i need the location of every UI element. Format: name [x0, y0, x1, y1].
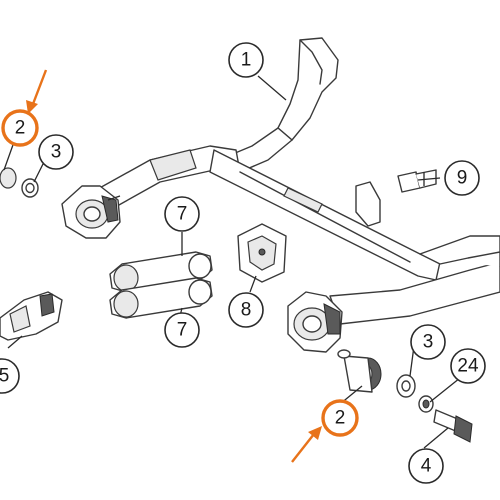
callout-4-label: 4	[421, 456, 432, 477]
callout-7-top: 7	[164, 196, 200, 232]
callout-2-bottom: 2	[321, 399, 359, 437]
callout-5: 5	[0, 358, 20, 394]
callout-9: 9	[444, 160, 480, 196]
arrow-to-callout-2-top	[31, 69, 48, 105]
bracket-8	[237, 223, 287, 283]
callout-9-label: 9	[457, 168, 468, 189]
callout-3-left: 3	[38, 134, 74, 170]
callout-1: 1	[228, 42, 264, 78]
callout-8: 8	[228, 292, 264, 328]
arrowhead-top	[26, 100, 38, 114]
callout-5-label: 5	[0, 366, 9, 387]
stand-frame	[61, 37, 500, 353]
callout-3-right-label: 3	[423, 332, 434, 353]
highlight-arrows	[26, 69, 322, 463]
callout-24: 24	[450, 348, 486, 384]
nut-24	[418, 395, 434, 413]
washer-left	[0, 167, 39, 198]
callout-4: 4	[408, 448, 444, 484]
callout-1-label: 1	[241, 50, 252, 71]
bracket-5	[0, 291, 63, 341]
callout-2-top-label: 2	[15, 118, 26, 139]
callout-3-right: 3	[410, 324, 446, 360]
callout-2-top: 2	[1, 109, 39, 147]
callout-3-left-label: 3	[51, 142, 62, 163]
bushing-2	[337, 349, 382, 393]
callout-7-bottom: 7	[164, 312, 200, 348]
washer-right	[396, 374, 416, 398]
bolt-4	[433, 409, 473, 443]
callout-7-bottom-label: 7	[177, 320, 188, 341]
callout-7-top-label: 7	[177, 204, 188, 225]
bolt-9	[397, 169, 437, 193]
callout-24-label: 24	[457, 356, 479, 377]
callout-8-label: 8	[241, 300, 252, 321]
rubber-buffers-7	[109, 251, 213, 319]
arrowhead-bottom	[308, 426, 322, 440]
callout-2-bottom-label: 2	[335, 408, 346, 429]
arrow-to-callout-2-bottom	[291, 433, 315, 463]
leader-lines	[3, 75, 461, 449]
